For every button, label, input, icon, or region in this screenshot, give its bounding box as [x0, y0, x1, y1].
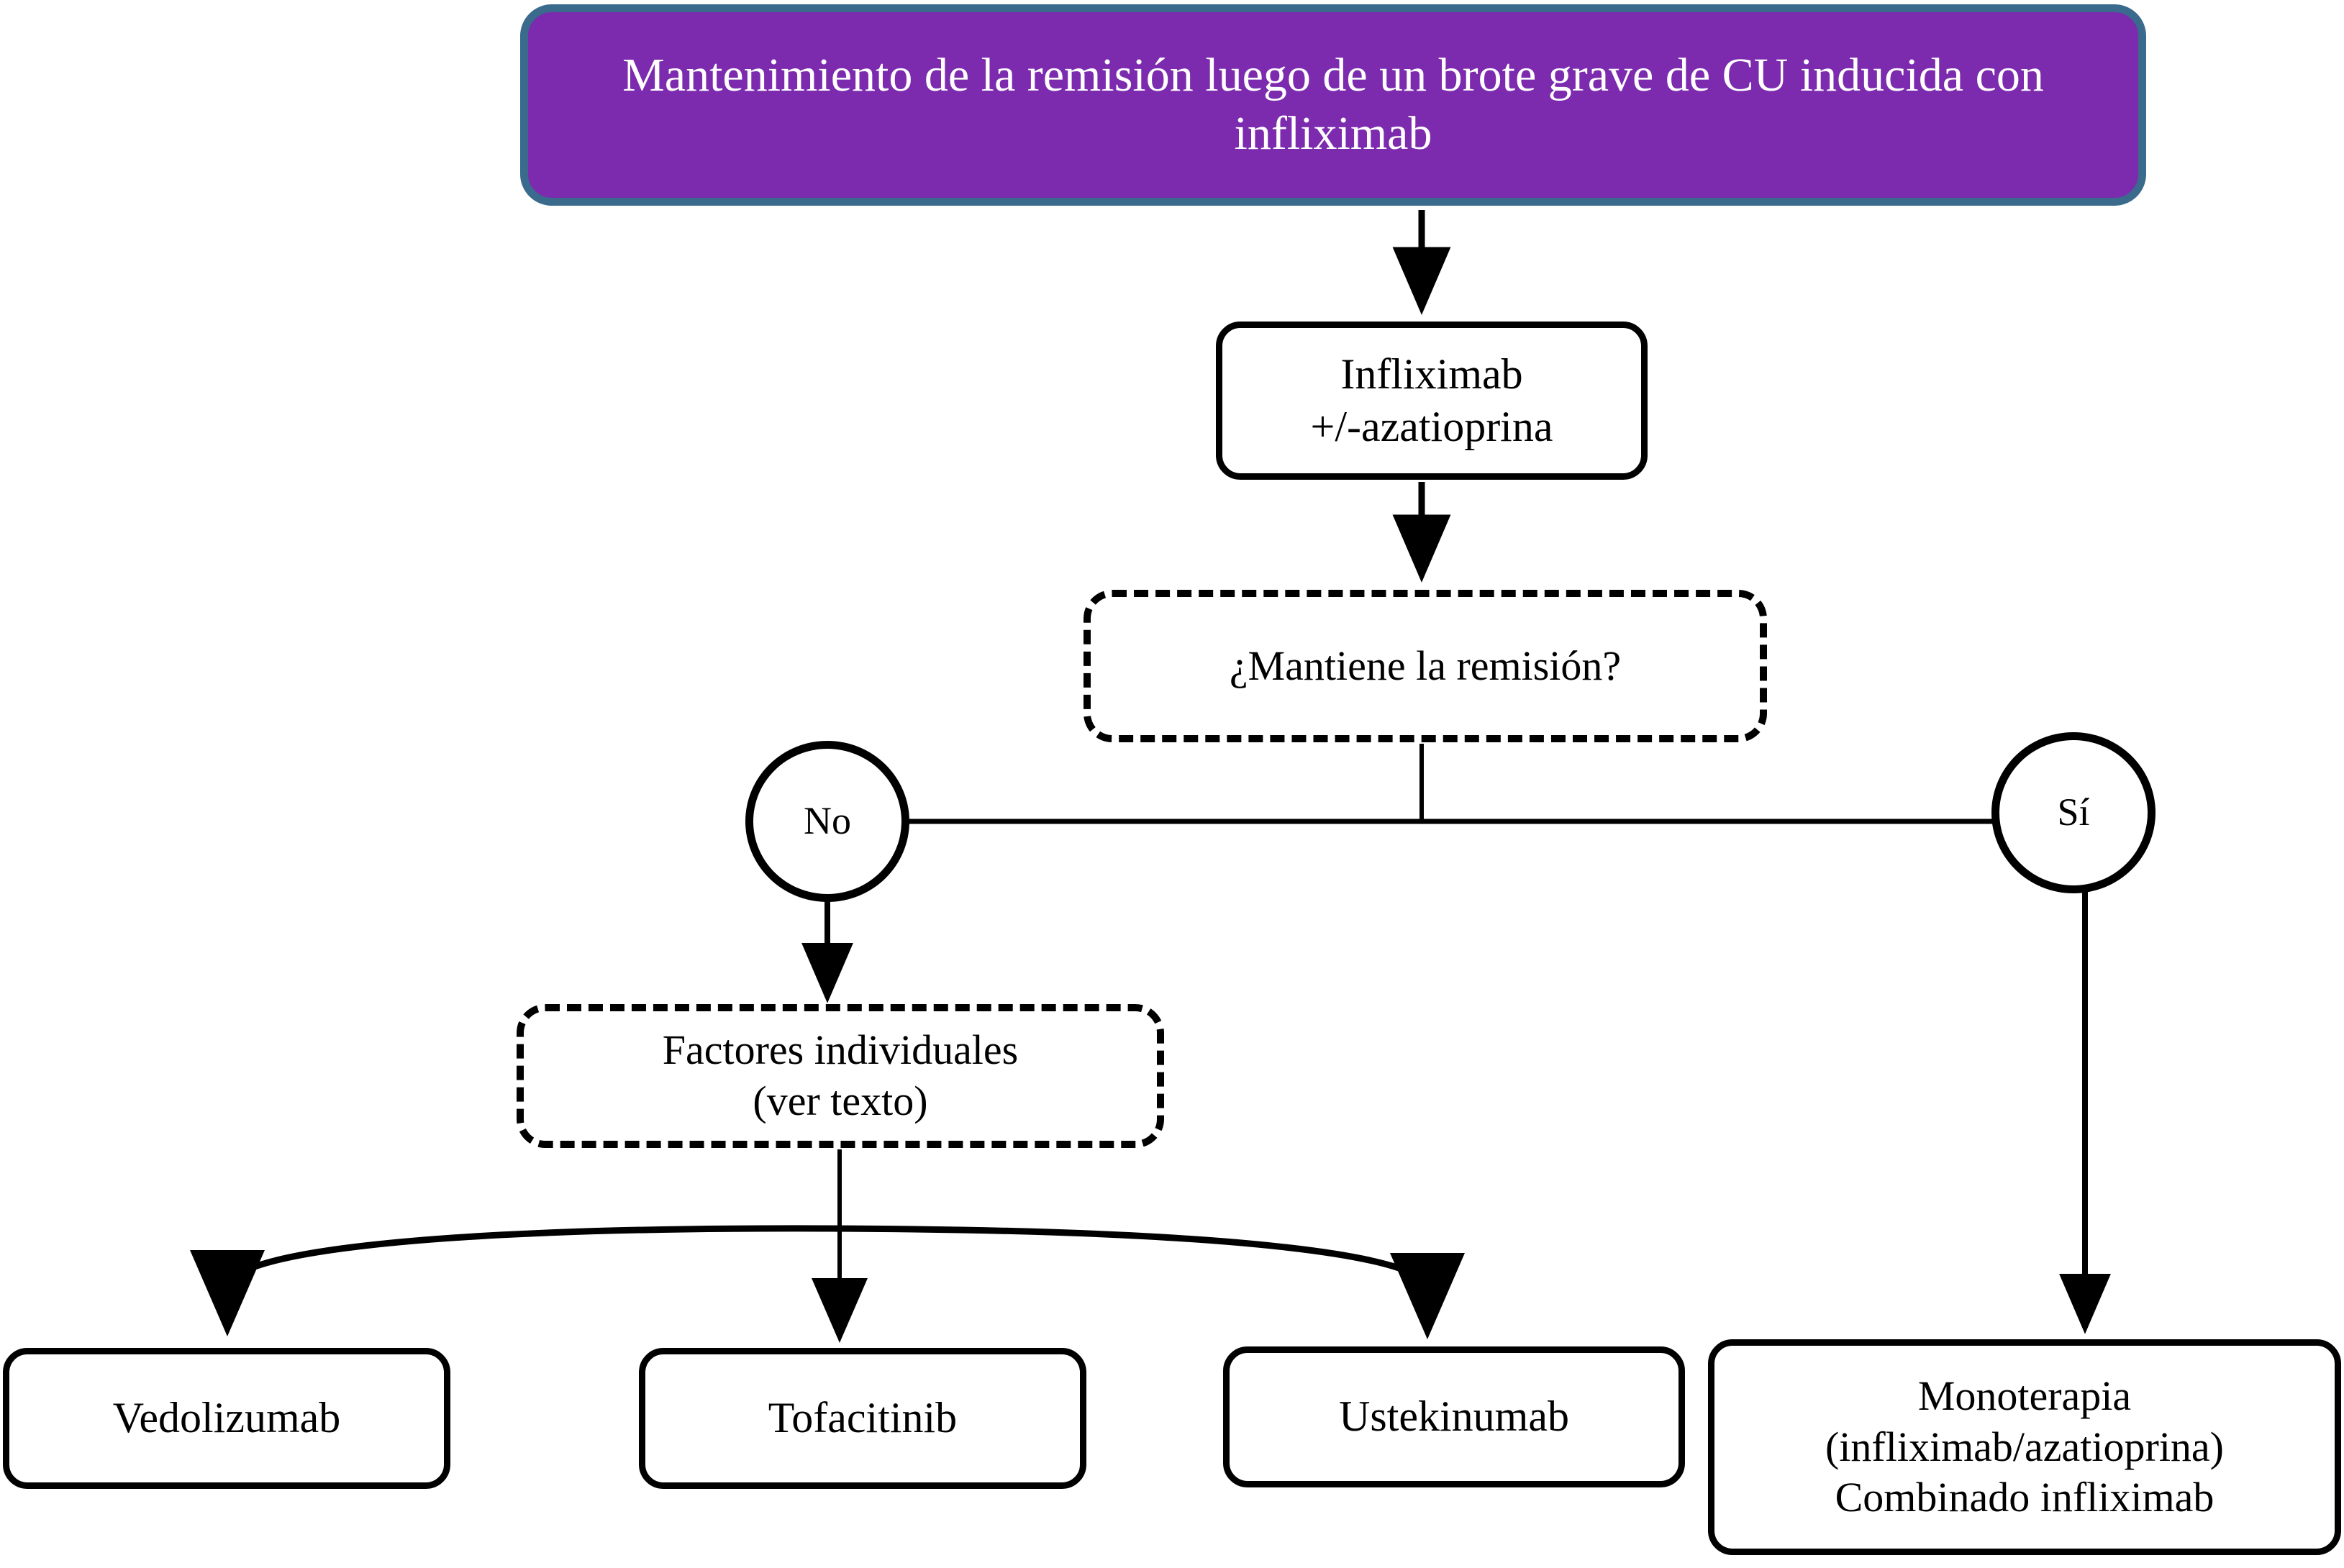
node-infliximab: Infliximab +/-azatioprina	[1216, 322, 1648, 480]
node-monoterapia-label: Monoterapia (infliximab/azatioprina) Com…	[1825, 1372, 2224, 1521]
header-title-banner: Mantenimiento de la remisión luego de un…	[520, 4, 2146, 206]
node-decision-si: Sí	[1991, 732, 2156, 893]
node-ustekinumab: Ustekinumab	[1223, 1346, 1685, 1487]
node-monoterapia: Monoterapia (infliximab/azatioprina) Com…	[1708, 1339, 2341, 1555]
node-factores-individuales: Factores individuales (ver texto)	[517, 1004, 1164, 1148]
node-decision-no-label: No	[804, 799, 851, 843]
node-vedolizumab-label: Vedolizumab	[112, 1394, 341, 1442]
node-ustekinumab-label: Ustekinumab	[1339, 1392, 1569, 1441]
node-decision-si-label: Sí	[2057, 790, 2090, 834]
node-mantiene-remision-label: ¿Mantiene la remisión?	[1229, 642, 1622, 689]
node-infliximab-label: Infliximab +/-azatioprina	[1310, 350, 1553, 450]
node-factores-individuales-label: Factores individuales (ver texto)	[662, 1026, 1019, 1124]
node-decision-no: No	[745, 741, 909, 902]
node-mantiene-remision: ¿Mantiene la remisión?	[1084, 590, 1767, 742]
node-vedolizumab: Vedolizumab	[3, 1348, 450, 1489]
node-tofacitinib-label: Tofacitinib	[768, 1394, 958, 1442]
header-title-text: Mantenimiento de la remisión luego de un…	[622, 49, 2044, 160]
edge-fanout-arc	[224, 1225, 1431, 1293]
node-tofacitinib: Tofacitinib	[639, 1348, 1086, 1489]
